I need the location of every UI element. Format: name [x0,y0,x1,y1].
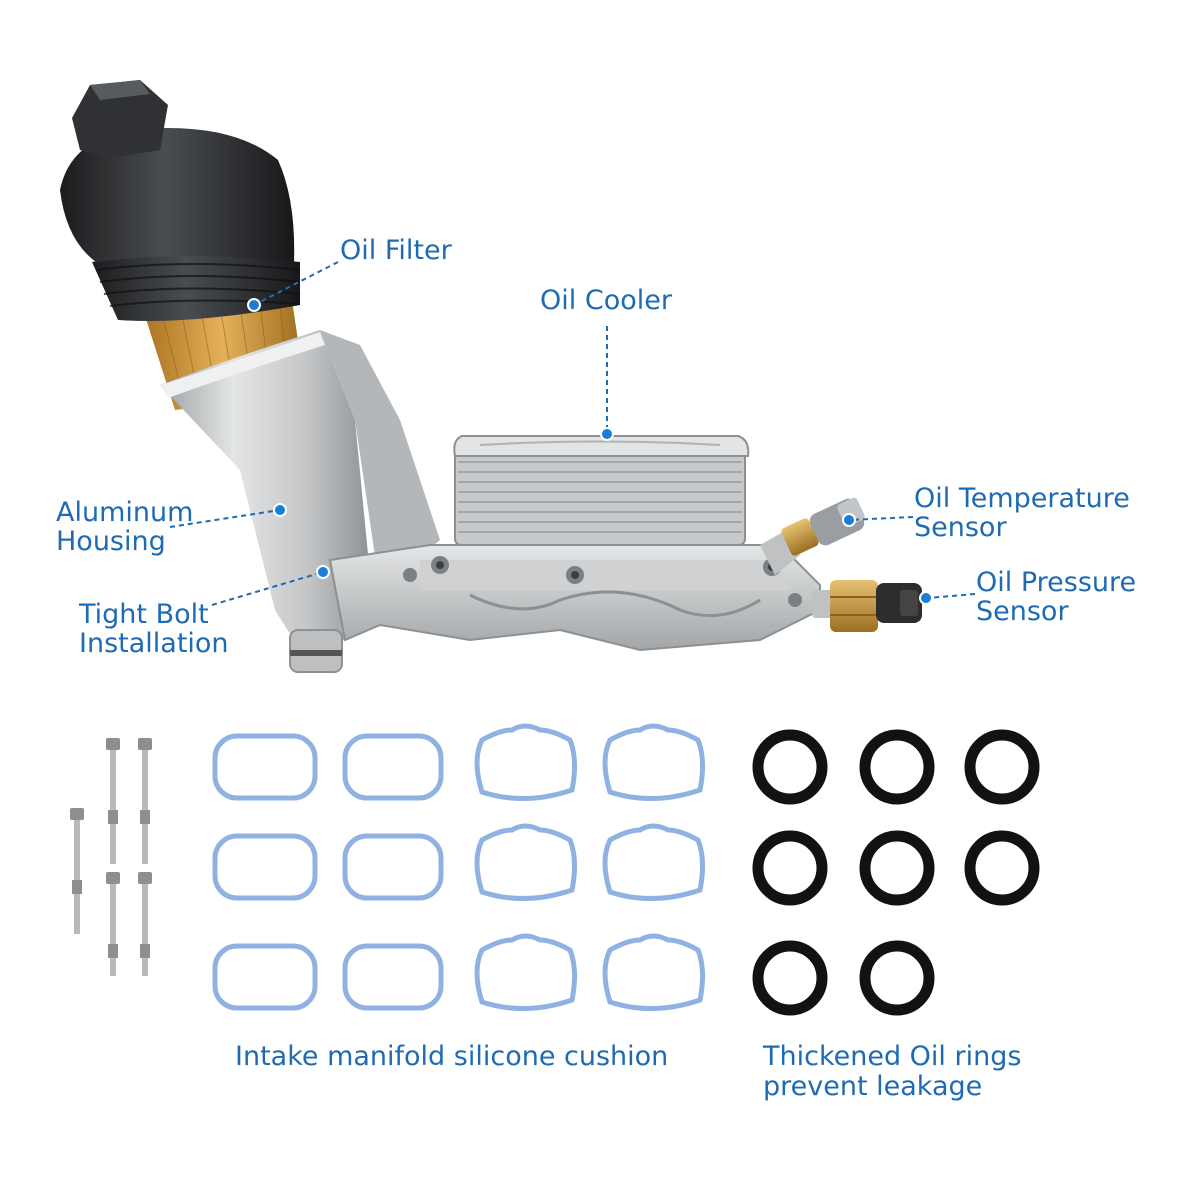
bolt [106,872,120,976]
callout-markers [247,298,933,605]
marker-oil-temp-sensor [842,513,856,527]
gasket [342,943,444,1011]
marker-oil-cooler [600,427,614,441]
bolt [138,872,152,976]
label-oil-cooler: Oil Cooler [540,285,672,316]
caption-o-rings: Thickened Oil rings prevent leakage [763,1041,1022,1102]
o-ring [752,729,828,805]
bolt [70,808,84,934]
gasket [212,833,318,901]
bolt [138,738,152,864]
marker-oil-filter [247,298,261,312]
label-oil-pressure-sensor: Oil Pressure Sensor [976,567,1137,627]
oil-pressure-sensor [812,580,922,632]
label-tight-bolt-installation: Tight Bolt Installation [79,599,229,659]
caption-gaskets: Intake manifold silicone cushion [235,1041,669,1072]
label-aluminum-housing: Aluminum Housing [56,497,194,557]
gaskets-group [212,723,706,1011]
o-rings-group [752,729,1040,1016]
gasket [602,723,706,801]
o-ring [859,830,935,906]
o-ring [964,729,1040,805]
gasket [212,943,318,1011]
gasket [602,933,706,1011]
gasket [602,823,706,901]
marker-oil-pressure-sensor [919,591,933,605]
marker-tight-bolt [316,565,330,579]
bolt [106,738,120,864]
gasket [342,733,444,801]
gasket [474,933,578,1011]
callout-leaders [169,261,976,606]
o-ring [859,729,935,805]
label-oil-temperature-sensor: Oil Temperature Sensor [914,483,1130,543]
o-ring [859,940,935,1016]
o-ring [752,830,828,906]
bolts-group [70,738,152,976]
marker-aluminum-housing [273,503,287,517]
gasket [342,833,444,901]
o-ring [964,830,1040,906]
oil-temperature-sensor [760,497,865,575]
housing-base [328,544,821,652]
label-oil-filter: Oil Filter [340,235,452,266]
gasket [474,823,578,901]
gasket [474,723,578,801]
gasket [212,733,318,801]
oil-cooler [453,435,750,546]
o-ring [752,940,828,1016]
